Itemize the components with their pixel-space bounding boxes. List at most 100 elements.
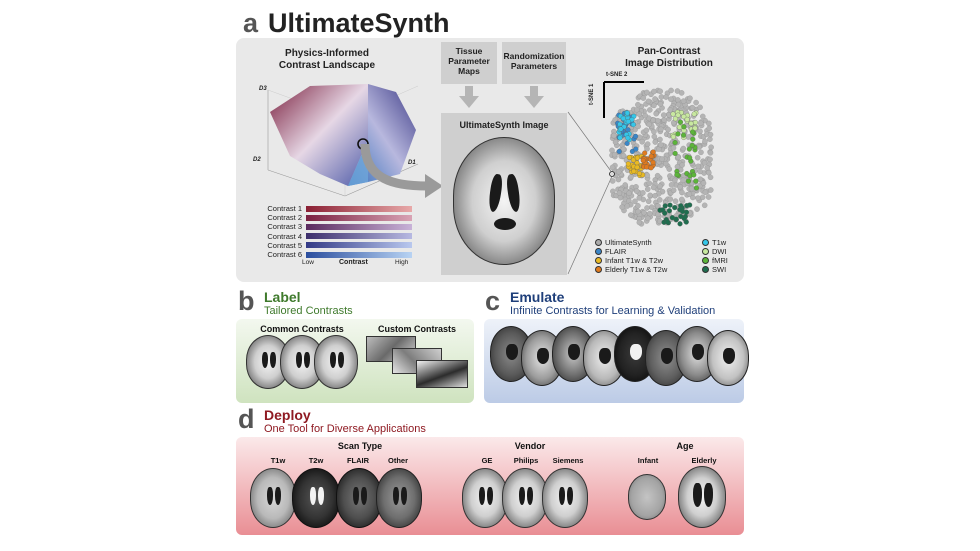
scatter-point [624, 140, 630, 147]
legend-right-item-2: DWI [702, 247, 742, 256]
contrast-bar-2 [306, 214, 412, 221]
scatter-point [681, 114, 687, 120]
scatter-point [644, 141, 651, 147]
scatter-point [675, 97, 681, 103]
scatter-point [642, 112, 648, 119]
scatter-point [661, 117, 667, 123]
scatter-point [675, 131, 681, 137]
vendor-heading: Vendor [514, 441, 546, 451]
scatter-point [667, 107, 673, 113]
contrast-row-4: Contrast 4 [258, 232, 412, 241]
scatter-point [640, 190, 646, 196]
panel-c-title: Emulate [510, 289, 565, 305]
scatter-point [650, 149, 656, 155]
scatter-point [691, 172, 697, 178]
vendor-label-ge: GE [481, 456, 493, 465]
scatter-point [691, 111, 697, 117]
contrast-bar-5 [306, 242, 412, 249]
scatter-point [635, 101, 641, 108]
scan-label-other: Other [387, 456, 408, 465]
scatter-point [660, 112, 667, 118]
scatter-point [644, 205, 650, 211]
scatter-point [647, 210, 653, 217]
scatter-point [690, 129, 696, 135]
scatter-point [609, 164, 616, 171]
scatter-point [664, 219, 671, 225]
scatter-point [668, 87, 674, 94]
scatter-point [675, 112, 681, 118]
scatter-point [672, 205, 678, 211]
panel-a-letter: a [243, 8, 259, 38]
vendor-label-siemens: Siemens [552, 456, 584, 465]
contrast-bar-1 [306, 205, 412, 212]
bar-low-label: Low [302, 259, 314, 266]
axis-d3-label: D3 [259, 86, 267, 92]
scatter-point [657, 183, 663, 190]
legend-left-label-4: Elderly T1w & T2w [605, 265, 668, 274]
scatter-point [697, 128, 703, 135]
scan-brain-flair [336, 468, 382, 528]
legend-right-label-4: SWI [712, 265, 727, 274]
scatter-point [668, 96, 674, 102]
scatter-highlight-point [609, 171, 615, 177]
scatter-point [651, 133, 658, 140]
scatter-point [640, 95, 647, 101]
scatter-point [647, 192, 653, 199]
legend-left-label-3: Infant T1w & T2w [605, 256, 664, 265]
scatter-point [644, 172, 651, 179]
landscape-surface-left [270, 84, 368, 186]
scatter-point [680, 132, 687, 138]
scatter-point [633, 133, 639, 139]
legend-right-swatch-4 [702, 266, 709, 273]
panel-b-subtitle: Tailored Contrasts [264, 305, 353, 317]
scatter-point [672, 150, 678, 156]
scatter-point [634, 107, 640, 113]
scatter-point [688, 185, 695, 192]
scatter-point [702, 189, 709, 196]
scatter-point [681, 124, 687, 130]
scatter-point [672, 177, 678, 184]
scatter-point [635, 203, 641, 209]
scatter-point [646, 121, 652, 128]
scatter-point [631, 168, 637, 174]
legend-left-swatch-4 [595, 266, 602, 273]
tissue-parameter-maps-box: Tissue Parameter Maps [441, 42, 497, 84]
scan-brain-t2w [292, 468, 340, 528]
scatter-point [694, 206, 700, 212]
scatter-point [692, 119, 698, 126]
contrast-label-1: Contrast 1 [267, 204, 302, 213]
panel-c-letter: c [485, 286, 501, 316]
ultimatesynth-image-title: UltimateSynth Image [459, 120, 549, 130]
scatter-point [707, 156, 713, 163]
scatter-point [646, 180, 653, 187]
scatter-point [692, 125, 698, 131]
scatter-point [685, 134, 692, 140]
contrast-label-3: Contrast 3 [267, 222, 302, 232]
scatter-point [647, 107, 653, 113]
scatter-point [644, 146, 650, 152]
scatter-point [707, 136, 713, 142]
scatter-point [700, 180, 707, 186]
axis-d2-label: D2 [253, 157, 261, 163]
scatter-point [700, 113, 706, 120]
panel-d-letter: d [238, 404, 255, 434]
scatter-point [666, 208, 672, 214]
vendor-brain-siemens [542, 468, 588, 528]
age-heading: Age [676, 441, 694, 451]
scatter-point [701, 160, 708, 166]
scatter-point [654, 172, 661, 179]
scatter-point [635, 208, 641, 215]
age-brain-infant [628, 474, 666, 520]
scatter-point [706, 125, 712, 132]
axis-d1-label: D1 [408, 160, 416, 166]
scatter-point [668, 182, 675, 188]
scatter-point [636, 195, 643, 201]
legend-right-label-2: DWI [712, 247, 727, 256]
scan-brain-other [376, 468, 422, 528]
legend-left-label-1: UltimateSynth [605, 238, 652, 247]
scatter-point [697, 168, 703, 175]
scatter-point [707, 150, 714, 156]
scatter-point [636, 111, 643, 117]
scatter-point [634, 164, 640, 170]
